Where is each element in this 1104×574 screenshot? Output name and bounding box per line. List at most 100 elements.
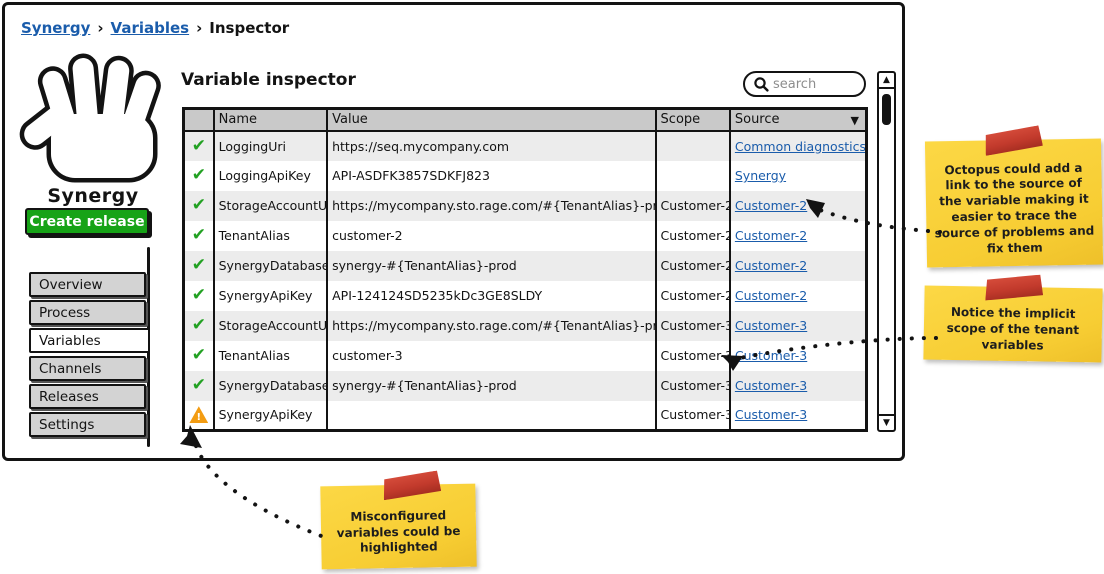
row-status-cell: ✔ [183, 220, 215, 251]
row-scope: Customer-3 [655, 400, 731, 431]
scroll-thumb[interactable] [881, 94, 891, 125]
row-name: TenantAlias [213, 340, 329, 371]
sticky-note-text: Notice the implicit scope of the tenant … [946, 305, 1080, 353]
row-status-cell: ✔ [183, 130, 215, 161]
row-source-cell: Customer-3 [730, 401, 867, 431]
sidebar-tab-process[interactable]: Process [29, 300, 146, 325]
row-source-link[interactable]: Synergy [734, 168, 787, 183]
row-source-cell: Customer-3 [730, 341, 867, 371]
row-source-cell: Synergy [730, 161, 867, 191]
row-value: https://mycompany.sto.rage.com/#{TenantA… [327, 190, 657, 221]
sidebar-tab-variables[interactable]: Variables [29, 328, 150, 353]
tape-icon [983, 125, 1044, 156]
check-ok-icon: ✔ [191, 285, 206, 305]
sidebar-tab-overview[interactable]: Overview [29, 272, 146, 297]
check-ok-icon: ✔ [191, 345, 206, 365]
row-scope [655, 160, 731, 191]
row-source-cell: Customer-2 [729, 190, 867, 221]
scroll-down-button[interactable]: ▼ [879, 414, 894, 430]
sticky-note-implicit-scope: Notice the implicit scope of the tenant … [923, 285, 1103, 363]
row-scope: Customer-3 [655, 310, 731, 341]
row-source-cell: Customer-3 [729, 370, 867, 401]
row-name: SynergyDatabase [213, 370, 329, 401]
col-scope[interactable]: Scope [655, 108, 731, 132]
app-window: Synergy›Variables›Inspector Synergy [2, 2, 905, 461]
row-name: LoggingUri [213, 130, 329, 161]
row-source-link[interactable]: Customer-2 [734, 198, 808, 213]
sidebar-tab-settings[interactable]: Settings [29, 412, 146, 437]
sticky-note-text: Octopus could add a link to the source o… [934, 160, 1095, 256]
row-source-link[interactable]: Customer-3 [734, 407, 808, 423]
col-value[interactable]: Value [327, 108, 657, 132]
row-source-cell: Customer-3 [729, 310, 867, 341]
row-scope: Customer-2 [655, 220, 731, 251]
row-name: SynergyApiKey [213, 280, 329, 311]
scroll-up-button[interactable]: ▲ [879, 73, 894, 89]
warning-triangle-icon: ! [189, 406, 209, 424]
sort-descending-icon[interactable]: ▼ [850, 114, 859, 127]
row-status-cell: ✔ [183, 310, 215, 341]
row-status-cell: ✔ [183, 280, 215, 311]
row-source-link[interactable]: Customer-3 [734, 378, 808, 393]
row-source-link[interactable]: Customer-2 [734, 258, 808, 273]
sidebar-tab-channels[interactable]: Channels [29, 356, 146, 381]
search-box[interactable] [743, 71, 866, 97]
row-status-cell: ! [183, 400, 215, 431]
search-input[interactable] [773, 76, 859, 92]
row-source-link[interactable]: Customer-2 [734, 288, 808, 303]
row-name: SynergyDatabase [213, 250, 329, 281]
row-value: customer-2 [327, 220, 657, 251]
check-ok-icon: ✔ [191, 315, 206, 335]
sticky-note-misconfigured: Misconfigured variables could be highlig… [320, 484, 477, 570]
col-name[interactable]: Name [213, 108, 329, 132]
row-source-link[interactable]: Customer-2 [734, 228, 808, 243]
breadcrumb-separator: › [97, 19, 104, 37]
breadcrumb-link-variables[interactable]: Variables [110, 19, 190, 37]
row-name: StorageAccountUri [213, 190, 329, 221]
row-name: TenantAlias [213, 220, 329, 251]
sticky-note-text: Misconfigured variables could be highlig… [336, 507, 461, 556]
row-source-link[interactable]: Customer-3 [734, 348, 808, 363]
create-release-button[interactable]: Create release [25, 208, 149, 235]
check-ok-icon: ✔ [191, 195, 206, 215]
breadcrumb-separator: › [196, 19, 203, 37]
breadcrumb-link-synergy[interactable]: Synergy [21, 19, 91, 37]
col-status [183, 108, 215, 132]
row-value [327, 400, 657, 431]
vertical-scrollbar[interactable]: ▲ ▼ [877, 71, 896, 432]
row-status-cell: ✔ [183, 190, 215, 221]
row-value: https://seq.mycompany.com [327, 130, 657, 161]
col-source[interactable]: Source▼ [729, 108, 867, 132]
row-source-link[interactable]: Customer-3 [734, 318, 808, 333]
page-title: Variable inspector [181, 70, 356, 90]
row-source-cell: Common diagnostics [729, 130, 867, 161]
row-value: https://mycompany.sto.rage.com/#{TenantA… [327, 310, 657, 341]
row-source-link[interactable]: Common diagnostics [734, 138, 866, 154]
check-ok-icon: ✔ [191, 165, 206, 185]
sticky-note-source-link: Octopus could add a link to the source o… [924, 138, 1104, 268]
row-scope: Customer-3 [655, 340, 731, 371]
tape-icon [381, 470, 441, 500]
table-header-row: Name Value Scope Source▼ [183, 108, 867, 132]
row-value: API-ASDFK3857SDKFJ823 [327, 160, 657, 191]
sidebar-tab-releases[interactable]: Releases [29, 384, 146, 409]
row-name: SynergyApiKey [213, 400, 329, 431]
check-ok-icon: ✔ [191, 135, 206, 156]
row-status-cell: ✔ [183, 370, 215, 401]
row-scope: Customer-2 [655, 250, 731, 281]
search-icon [754, 77, 769, 92]
check-ok-icon: ✔ [191, 225, 206, 245]
tape-icon [984, 275, 1043, 301]
